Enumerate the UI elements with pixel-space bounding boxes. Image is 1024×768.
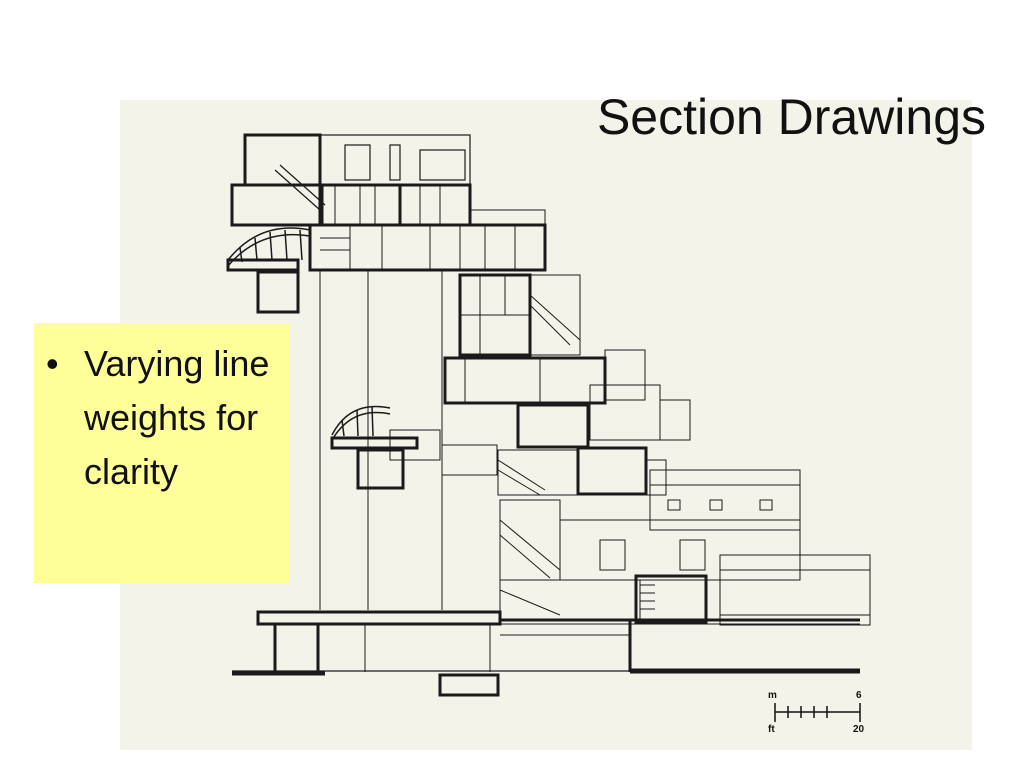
section-drawing-svg: m 6 ft 20 [226,133,871,735]
bullet-dot-icon: • [46,343,59,384]
bullet-item: • Varying line weights for clarity [46,337,280,499]
scale-bar [774,703,861,722]
bullet-list: • Varying line weights for clarity [46,337,280,499]
roof-block [230,133,324,227]
scale-imperial-unit: ft [768,724,775,735]
bullet-text: Varying line weights for clarity [84,343,270,492]
scale-metric-max: 6 [856,690,862,701]
scale-imperial-max: 20 [853,724,865,735]
slide-title: Section Drawings [596,89,986,145]
bullet-callout: • Varying line weights for clarity [34,323,290,583]
scale-metric-unit: m [768,690,777,701]
